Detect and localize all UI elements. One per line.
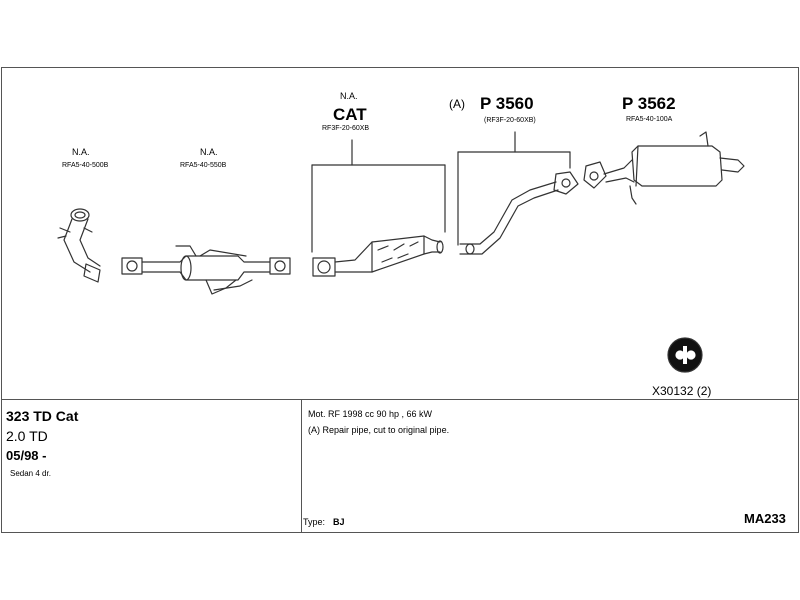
- front-pipe-status: N.A.: [72, 147, 90, 157]
- front-pipe-part: [57, 208, 101, 283]
- info-column-divider: [301, 399, 302, 532]
- middle-pipe-status: N.A.: [200, 147, 218, 157]
- vehicle-engine-size: 2.0 TD: [6, 428, 48, 444]
- rubber-mount-label: X30132 (2): [652, 384, 712, 398]
- repair-pipe-number: P 3560: [480, 94, 534, 113]
- repair-pipe-code: (RF3F-20-60XB): [484, 117, 536, 124]
- catalyst-part: [312, 235, 444, 277]
- notes-engine: Mot. RF 1998 cc 90 hp , 66 kW: [308, 409, 433, 419]
- vehicle-model: 323 TD Cat: [6, 408, 79, 424]
- diagram-frame: [1, 67, 799, 533]
- type-label: Type:: [303, 517, 326, 527]
- vehicle-body: Sedan 4 dr.: [10, 469, 51, 478]
- sheet-code: MA233: [744, 511, 786, 526]
- repair-pipe-leader-lines: [457, 131, 571, 246]
- rear-silencer-number: P 3562: [622, 94, 676, 113]
- notes-repair-pipe: (A) Repair pipe, cut to original pipe.: [308, 425, 450, 435]
- vehicle-date: 05/98 -: [6, 448, 47, 463]
- repair-pipe-part: [459, 171, 579, 255]
- repair-pipe-prefix: (A): [449, 97, 465, 111]
- front-pipe-code: RFA5-40-500B: [62, 162, 109, 169]
- rear-silencer-code: RFA5-40-100A: [626, 116, 673, 123]
- rubber-mount-part: [667, 337, 703, 373]
- info-divider: [2, 399, 798, 400]
- catalyst-name: CAT: [333, 105, 367, 124]
- catalyst-status: N.A.: [340, 91, 358, 101]
- middle-pipe-part: [121, 245, 291, 295]
- type-value: BJ: [333, 517, 345, 527]
- catalyst-code: RF3F-20-60XB: [322, 125, 370, 132]
- catalyst-leader-lines: [311, 139, 446, 253]
- rear-silencer-part: [583, 131, 745, 205]
- middle-pipe-code: RFA5-40-550B: [180, 162, 227, 169]
